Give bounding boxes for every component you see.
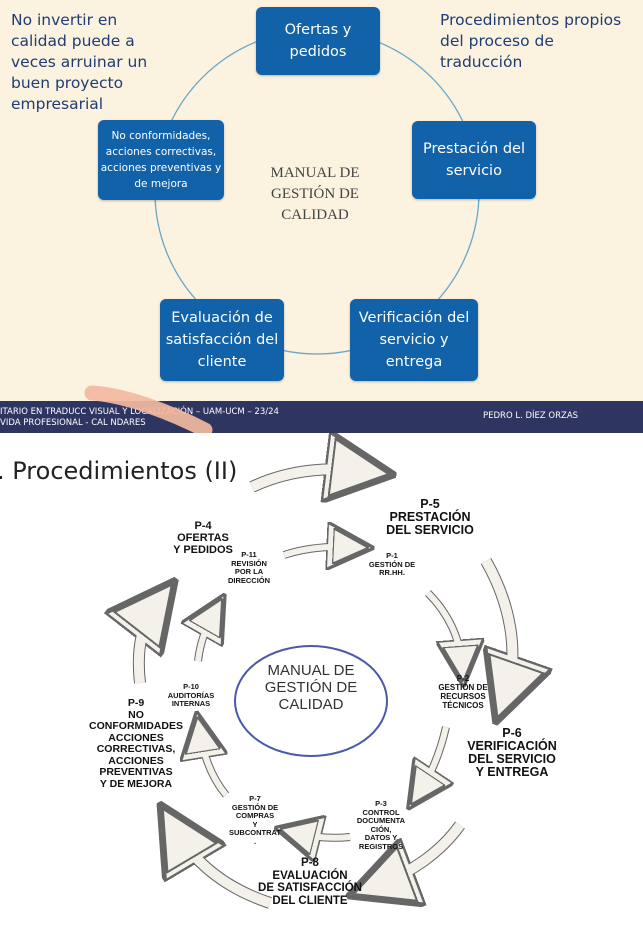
label-p5-prestacion: P-5 PRESTACIÓN DEL SERVICIO <box>386 497 474 537</box>
note-right: Procedimientos propios del proceso de tr… <box>440 11 622 71</box>
label-p1-rrhh: P-1 GESTIÓN DE RR.HH. <box>368 551 416 577</box>
manual-title: MANUAL DE GESTIÓN DE CALIDAD <box>270 165 360 223</box>
box-evaluacion-satisfaccion: Evaluación de satisfacción del cliente <box>160 299 284 381</box>
box-prestacion-servicio: Prestación del servicio <box>412 121 536 199</box>
footer-course-line: ITARIO EN TRADUCC VISUAL Y LOCALIZACIÓN … <box>0 407 279 417</box>
manual-title-center: MANUAL DE GESTIÓN DE CALIDAD <box>264 662 358 713</box>
box-no-conformidades: No conformidades, acciones correctivas, … <box>98 120 224 200</box>
footer-subject-line: VIDA PROFESIONAL - CAL NDARES <box>0 418 146 428</box>
label-p7-compras: P-7 GESTIÓN DE COMPRAS Y SUBCONTRAT . <box>229 794 281 846</box>
label-p6-verificacion: P-6 VERIFICACIÓN DEL SERVICIO Y ENTREGA <box>467 726 557 779</box>
label-p4-ofertas: P-4 OFERTAS Y PEDIDOS <box>173 520 233 556</box>
label-p2-recursos: P-2 GESTIÓN DE RECURSOS TÉCNICOS <box>438 674 488 710</box>
slide-footer: ITARIO EN TRADUCC VISUAL Y LOCALIZACIÓN … <box>0 401 643 433</box>
label-p9-no-conformidades: P-9 NO CONFORMIDADES ACCIONES CORRECTIVA… <box>89 697 183 790</box>
footer-author: PEDRO L. DÍEZ ORZAS <box>483 411 579 421</box>
slide-procedures-ii: . Procedimientos (II) <box>0 433 643 929</box>
slide-title: . Procedimientos (II) <box>0 457 238 485</box>
box-verificacion-servicio: Verificación del servicio y entrega <box>350 299 478 381</box>
note-left: No invertir en calidad puede a veces arr… <box>11 11 148 113</box>
manual-ellipse <box>234 645 388 757</box>
label-p3-control: P-3 CONTROL DOCUMENTA CIÓN, DATOS Y REGI… <box>356 799 406 851</box>
label-p8-evaluacion: P-8 EVALUACIÓN DE SATISFACCIÓN DEL CLIEN… <box>258 857 362 907</box>
procedure-cycle-arrows <box>0 433 643 909</box>
label-p10-auditorias: P-10 AUDITORÍAS INTERNAS <box>167 682 215 708</box>
box-ofertas-pedidos: Ofertas y pedidos <box>256 7 380 75</box>
label-p11-revision: P-11 REVISIÓN POR LA DIRECCIÓN <box>227 550 271 585</box>
slide-quality-cycle: No invertir en calidad puede a veces arr… <box>0 0 643 401</box>
